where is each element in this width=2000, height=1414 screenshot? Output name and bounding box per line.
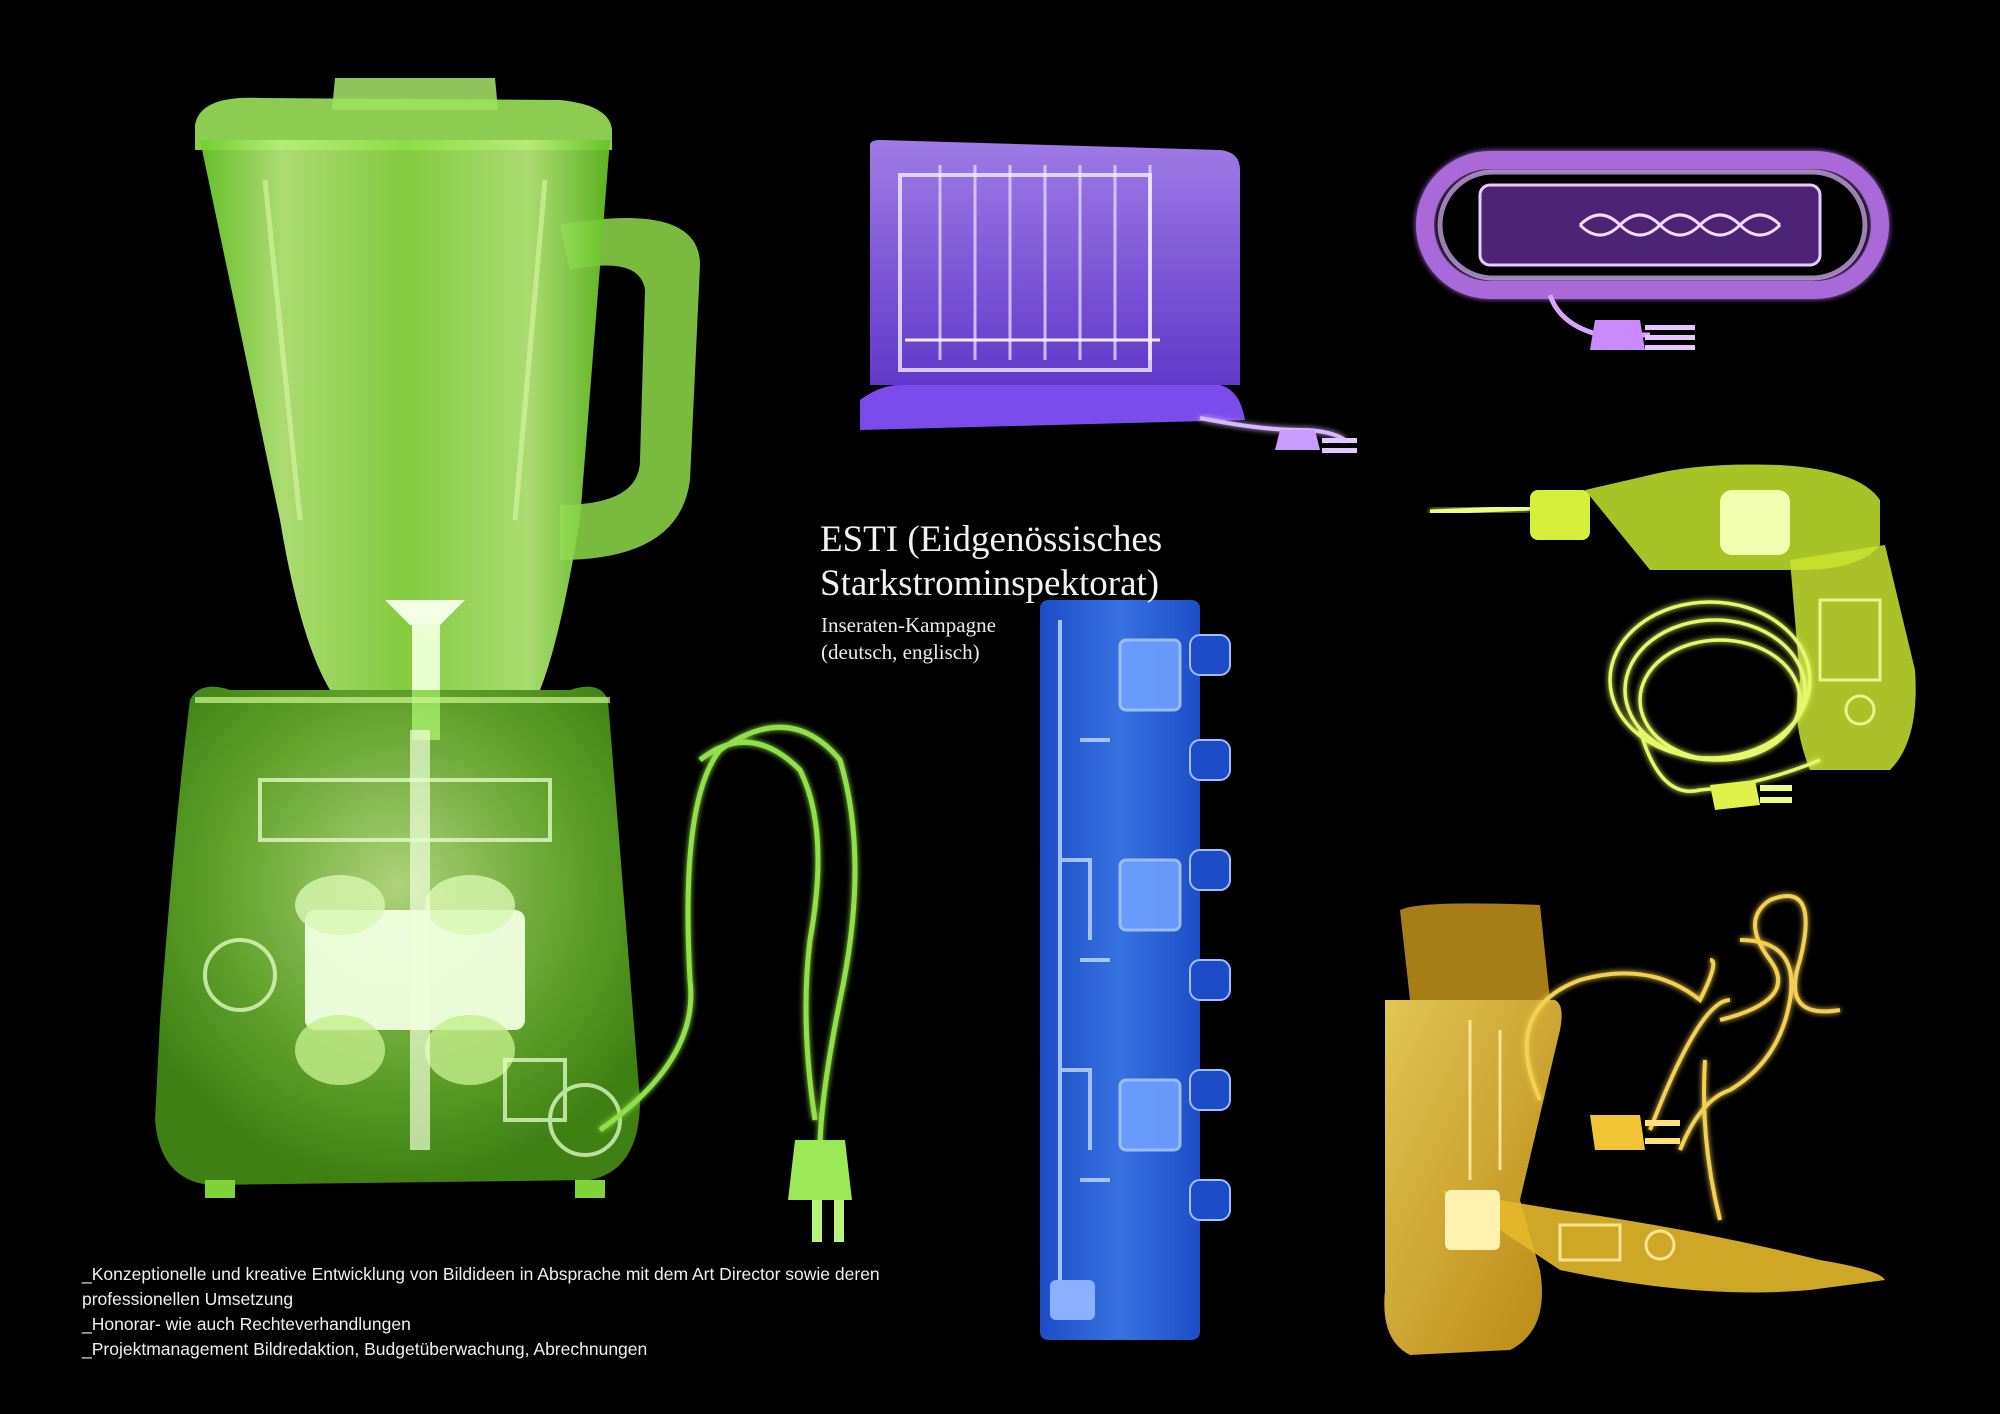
blender-xray-icon bbox=[155, 78, 858, 1242]
campaign-subtitle-line-1: Inseraten-Kampagne bbox=[821, 613, 996, 637]
drill-xray-icon bbox=[1429, 464, 1916, 810]
power-strip-xray-icon bbox=[1040, 600, 1231, 1340]
responsibility-item: _Konzeptionelle und kreative Entwicklung… bbox=[82, 1264, 880, 1284]
hairdryer-xray-icon bbox=[1384, 894, 1885, 1355]
responsibility-item: _Honorar- wie auch Rechteverhandlungen bbox=[82, 1314, 411, 1334]
cable-coil-xray-icon bbox=[1416, 151, 1889, 350]
responsibility-item: professionellen Umsetzung bbox=[82, 1289, 294, 1309]
responsibilities-list: _Konzeptionelle und kreative Entwicklung… bbox=[82, 1262, 880, 1362]
campaign-subtitle-line-2: (deutsch, englisch) bbox=[821, 640, 980, 664]
campaign-title-line-1: ESTI (Eidgenössisches bbox=[820, 519, 1163, 560]
responsibility-item: _Projektmanagement Bildredaktion, Budget… bbox=[82, 1339, 648, 1359]
campaign-subtitle: Inseraten-Kampagne (deutsch, englisch) bbox=[821, 612, 996, 666]
campaign-title: ESTI (Eidgenössisches Starkstrominspekto… bbox=[820, 518, 1162, 606]
campaign-title-line-2: Starkstrominspektorat) bbox=[820, 563, 1160, 604]
toaster-xray-icon bbox=[860, 140, 1357, 453]
